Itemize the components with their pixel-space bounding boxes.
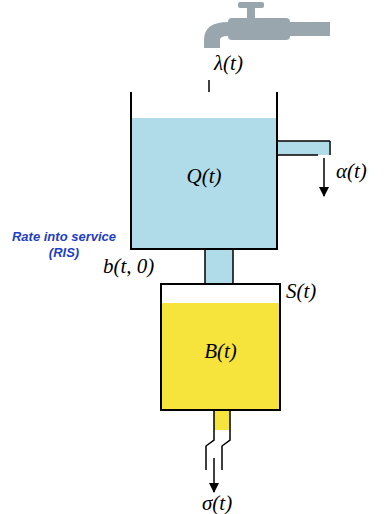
pipe-connector <box>205 249 233 284</box>
tank-label: B(t) <box>204 340 237 363</box>
service-entry-rate: b(t, 0) <box>103 255 154 278</box>
service-level: S(t) <box>286 280 316 303</box>
tank-label: Q(t) <box>187 165 222 188</box>
outflow-pipe <box>206 410 230 492</box>
faucet <box>204 2 330 48</box>
queue-tank: Q(t) <box>130 92 278 250</box>
departure-rate: σ(t) <box>202 492 232 514</box>
arrival-rate: λ(t) <box>214 52 243 75</box>
service-tank: B(t) <box>160 283 281 411</box>
abandonment-rate: α(t) <box>336 160 367 183</box>
abandonment-pipe <box>277 141 330 196</box>
